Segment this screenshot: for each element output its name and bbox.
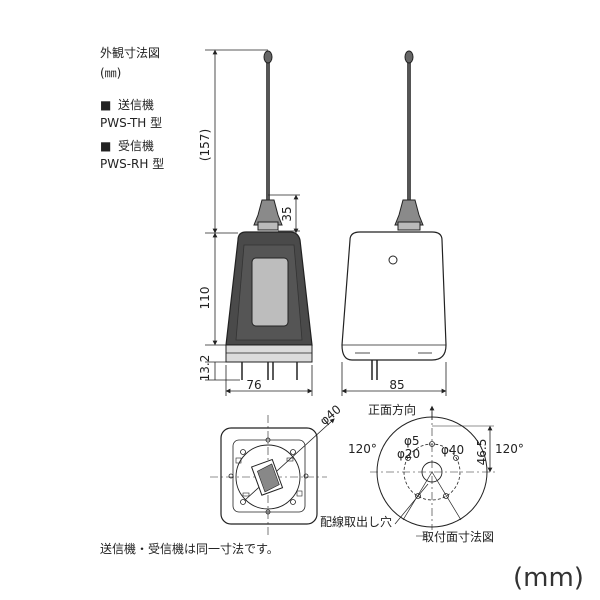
front-antenna-base bbox=[253, 199, 283, 226]
legend-bullet-1: ■ bbox=[100, 98, 112, 112]
dim-base-height: 13.2 bbox=[198, 355, 212, 382]
mount-d20: φ20 bbox=[397, 447, 420, 461]
legend-label-receiver: 受信機 bbox=[118, 139, 155, 153]
front-width-dimension bbox=[225, 365, 313, 396]
mount-angle-left: 120° bbox=[348, 442, 377, 456]
front-window bbox=[251, 257, 289, 327]
dim-side-width: 85 bbox=[389, 378, 404, 392]
side-body bbox=[341, 231, 447, 361]
side-width-dimension bbox=[341, 362, 447, 396]
front-base bbox=[225, 344, 313, 363]
side-indicator bbox=[388, 255, 398, 265]
mount-front-direction: 正面方向 bbox=[368, 402, 416, 417]
bottom-view bbox=[210, 415, 335, 535]
dim-overall-height: (157) bbox=[198, 129, 212, 161]
legend-label-transmitter: 送信機 bbox=[118, 98, 155, 112]
dim-body-height: 110 bbox=[198, 287, 212, 310]
front-antenna-tip bbox=[263, 50, 273, 64]
dim-front-width: 76 bbox=[246, 378, 261, 392]
drawing-title: 外観寸法図 bbox=[100, 46, 161, 60]
side-view bbox=[341, 50, 447, 380]
mount-d40: φ40 bbox=[441, 443, 464, 457]
mount-caption: 取付面寸法図 bbox=[422, 530, 494, 544]
legend-model-receiver: PWS-RH 型 bbox=[100, 157, 165, 171]
dim-bottom-diameter: φ40 bbox=[317, 402, 344, 428]
drawing-unit: (㎜) bbox=[100, 66, 122, 80]
dim-antenna-base: 35 bbox=[280, 206, 294, 221]
unit-badge: (mm) bbox=[513, 563, 584, 593]
front-view bbox=[225, 50, 313, 380]
front-vertical-dimensions bbox=[205, 49, 300, 381]
mount-wiring-hole: 配線取出し穴 bbox=[320, 514, 392, 529]
footnote: 送信機・受信機は同一寸法です。 bbox=[100, 542, 279, 556]
legend-bullet-2: ■ bbox=[100, 139, 112, 153]
mount-dim-46-5: 46.5 bbox=[475, 439, 489, 466]
bottom-circle-40 bbox=[235, 444, 301, 510]
legend-model-transmitter: PWS-TH 型 bbox=[100, 116, 163, 130]
mount-d5: φ5 bbox=[404, 434, 420, 448]
bottom-outline bbox=[220, 427, 318, 525]
mount-angle-right: 120° bbox=[495, 442, 524, 456]
mounting-face bbox=[370, 405, 495, 537]
